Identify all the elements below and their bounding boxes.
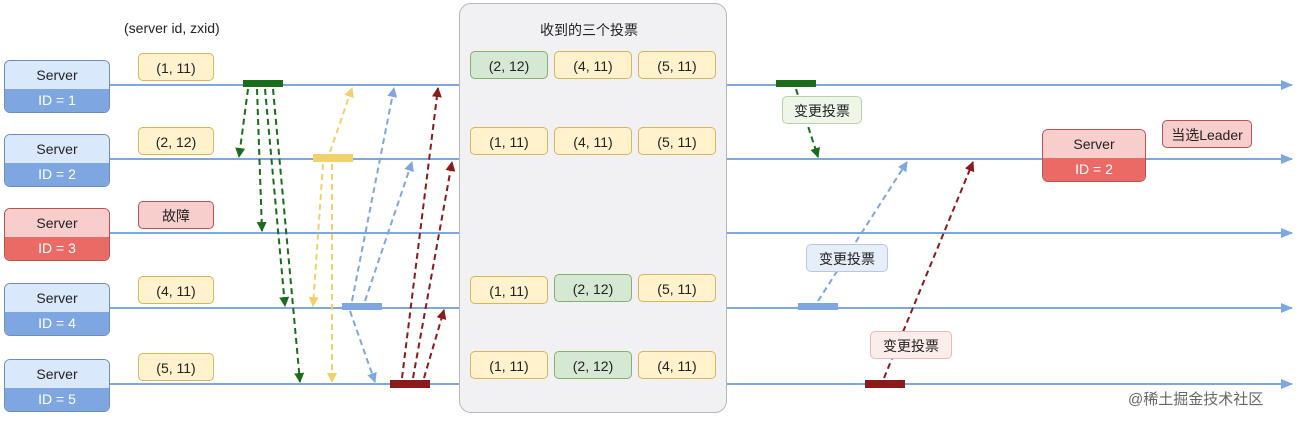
green-arrow-to-s2: [235, 88, 249, 158]
red-arrow-to-s2: [412, 161, 456, 379]
red-arrow-to-s1: [401, 87, 442, 379]
leader-server: Server ID = 2: [1042, 129, 1146, 182]
send-marker-s2: [313, 154, 353, 162]
resend-marker-s5: [865, 380, 905, 388]
resend-marker-s4: [798, 303, 838, 310]
received-vote: (4, 11): [554, 127, 632, 155]
server-name: Server: [5, 61, 109, 89]
red-arrow-to-s4: [423, 309, 447, 379]
initial-vote-s2: (2, 12): [138, 127, 214, 155]
panel-title: 收到的三个投票: [540, 22, 638, 38]
initial-vote-s4: (4, 11): [138, 276, 214, 304]
green-arrow-to-s5: [272, 88, 305, 383]
received-vote: (5, 11): [638, 274, 716, 302]
received-vote: (4, 11): [638, 351, 716, 379]
green-arrow-to-s3: [256, 88, 267, 232]
server-5: Server ID = 5: [4, 359, 110, 412]
server-name: Server: [5, 360, 109, 388]
received-vote: (2, 12): [470, 51, 548, 79]
server-name: Server: [5, 209, 109, 237]
send-marker-s4: [342, 303, 382, 310]
received-vote: (4, 11): [554, 51, 632, 79]
received-vote: (2, 12): [554, 274, 632, 302]
blue-arrow-to-s1: [351, 87, 398, 302]
resend-marker-s1: [776, 80, 816, 87]
received-vote: (2, 12): [554, 351, 632, 379]
server-id: ID = 2: [5, 163, 109, 186]
green-arrow-to-s4: [264, 88, 290, 307]
change-vote-label-s1: 变更投票: [782, 96, 862, 124]
send-marker-s1: [243, 80, 283, 87]
server-name: Server: [5, 135, 109, 163]
server-id: ID = 3: [5, 237, 109, 260]
watermark: @稀土掘金技术社区: [1128, 391, 1264, 408]
initial-vote-s1: (1, 11): [138, 53, 214, 81]
blue-arrow-to-s2: [364, 161, 414, 302]
tuple-legend: (server id, zxid): [124, 20, 220, 36]
received-vote: (1, 11): [470, 127, 548, 155]
yellow-arrow-to-s1: [329, 87, 354, 153]
server-id: ID = 2: [1043, 158, 1145, 181]
server-name: Server: [5, 284, 109, 312]
server-3: Server ID = 3: [4, 208, 110, 261]
failed-badge: 故障: [138, 201, 214, 229]
server-2: Server ID = 2: [4, 134, 110, 187]
red-change-arrow-to-s2: [883, 161, 975, 379]
received-vote: (1, 11): [470, 276, 548, 304]
received-vote: (1, 11): [470, 351, 548, 379]
change-vote-label-s4: 变更投票: [806, 244, 888, 272]
blue-change-arrow-to-s2: [817, 161, 908, 302]
yellow-arrow-to-s4: [308, 163, 324, 307]
blue-arrow-to-s5: [349, 310, 377, 383]
server-id: ID = 1: [5, 89, 109, 112]
received-vote: (5, 11): [638, 51, 716, 79]
change-vote-label-s5: 变更投票: [870, 331, 952, 359]
leader-badge: 当选Leader: [1162, 120, 1252, 148]
send-marker-s5: [390, 380, 430, 388]
initial-vote-s5: (5, 11): [138, 353, 214, 381]
server-name: Server: [1043, 130, 1145, 158]
server-id: ID = 5: [5, 388, 109, 411]
received-vote: (5, 11): [638, 127, 716, 155]
server-1: Server ID = 1: [4, 60, 110, 113]
server-id: ID = 4: [5, 312, 109, 335]
server-4: Server ID = 4: [4, 283, 110, 336]
